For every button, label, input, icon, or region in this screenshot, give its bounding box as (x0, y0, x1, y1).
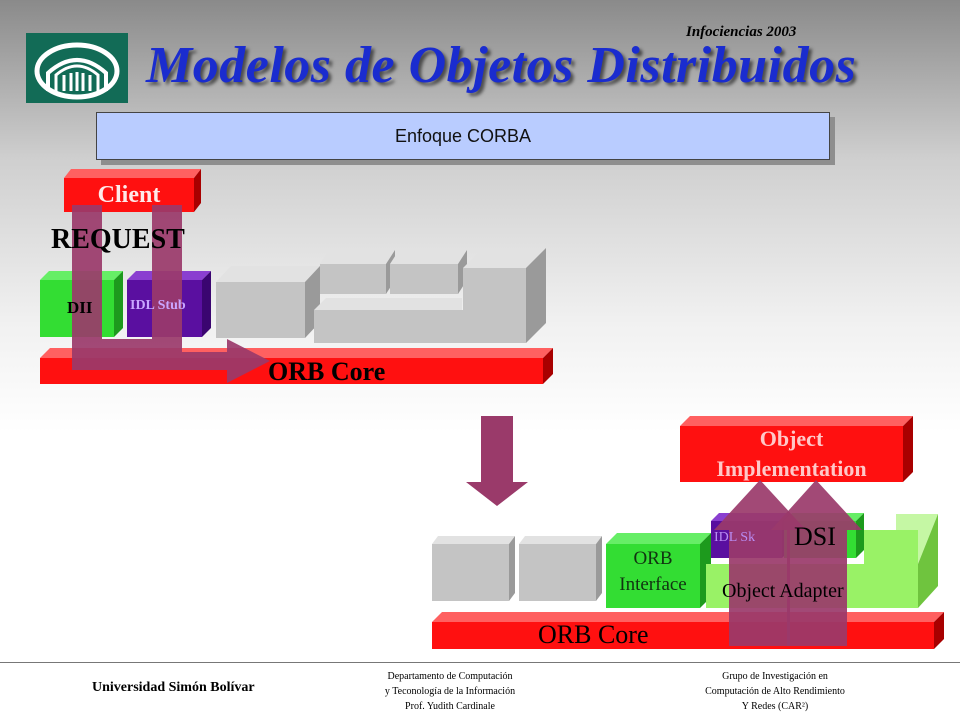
subtitle-banner: Enfoque CORBA (96, 112, 830, 160)
footer-divider (0, 662, 960, 663)
idl-stub-label: IDL Stub (130, 298, 186, 313)
footer-group-line2: Computación de Alto Rendimiento (705, 686, 845, 697)
client-gray-block-1 (216, 266, 320, 338)
request-arrow (72, 205, 270, 383)
page-title: Modelos de Objetos Distribuidos (146, 37, 857, 94)
subtitle-text: Enfoque CORBA (394, 125, 532, 146)
footer-dept-line3: Prof. Yudith Cardinale (405, 701, 495, 712)
object-implementation-label: Object Implementation (680, 424, 903, 484)
dsi-label: DSI (794, 522, 836, 551)
request-label: REQUEST (51, 224, 185, 255)
client-label: Client (97, 182, 161, 208)
object-implementation-block (680, 416, 913, 482)
object-adapter-label: Object Adapter (722, 580, 844, 602)
usb-emblem-icon (34, 42, 120, 100)
footer-research-group: Grupo de Investigación en Computación de… (650, 669, 900, 714)
footer-group-line3: Y Redes (CAR²) (741, 701, 809, 712)
object-implementation-line1: Object (759, 426, 824, 451)
client-gray-block-2 (320, 250, 395, 294)
down-arrow (466, 416, 528, 506)
footer-department: Departamento de Computación y Teconologí… (300, 669, 600, 714)
conference-label: Infociencias 2003 (686, 24, 797, 40)
footer-dept-line2: y Teconología de la Información (384, 686, 516, 697)
server-gray-block-2 (519, 536, 602, 601)
upward-arrow-right (771, 480, 862, 646)
footer-university: Universidad Simón Bolívar (92, 680, 255, 695)
server-gray-block-1 (432, 536, 515, 601)
orb-interface-line2: Interface (619, 574, 687, 595)
footer-group-line1: Grupo de Investigación en (722, 671, 828, 682)
university-logo (26, 33, 128, 103)
idl-skeleton-label: IDL Sk (714, 530, 756, 545)
client-gray-block-3 (390, 250, 467, 294)
client-orb-core-label: ORB Core (268, 357, 386, 386)
footer-dept-line1: Departamento de Computación (387, 671, 513, 682)
orb-interface-label: ORB Interface (606, 546, 700, 598)
dii-label: DII (67, 298, 93, 317)
client-gray-block-4 (314, 248, 546, 343)
object-implementation-line2: Implementation (716, 456, 867, 481)
orb-interface-line1: ORB (633, 548, 673, 569)
server-orb-core-block (432, 612, 944, 649)
server-orb-core-label: ORB Core (538, 620, 649, 649)
